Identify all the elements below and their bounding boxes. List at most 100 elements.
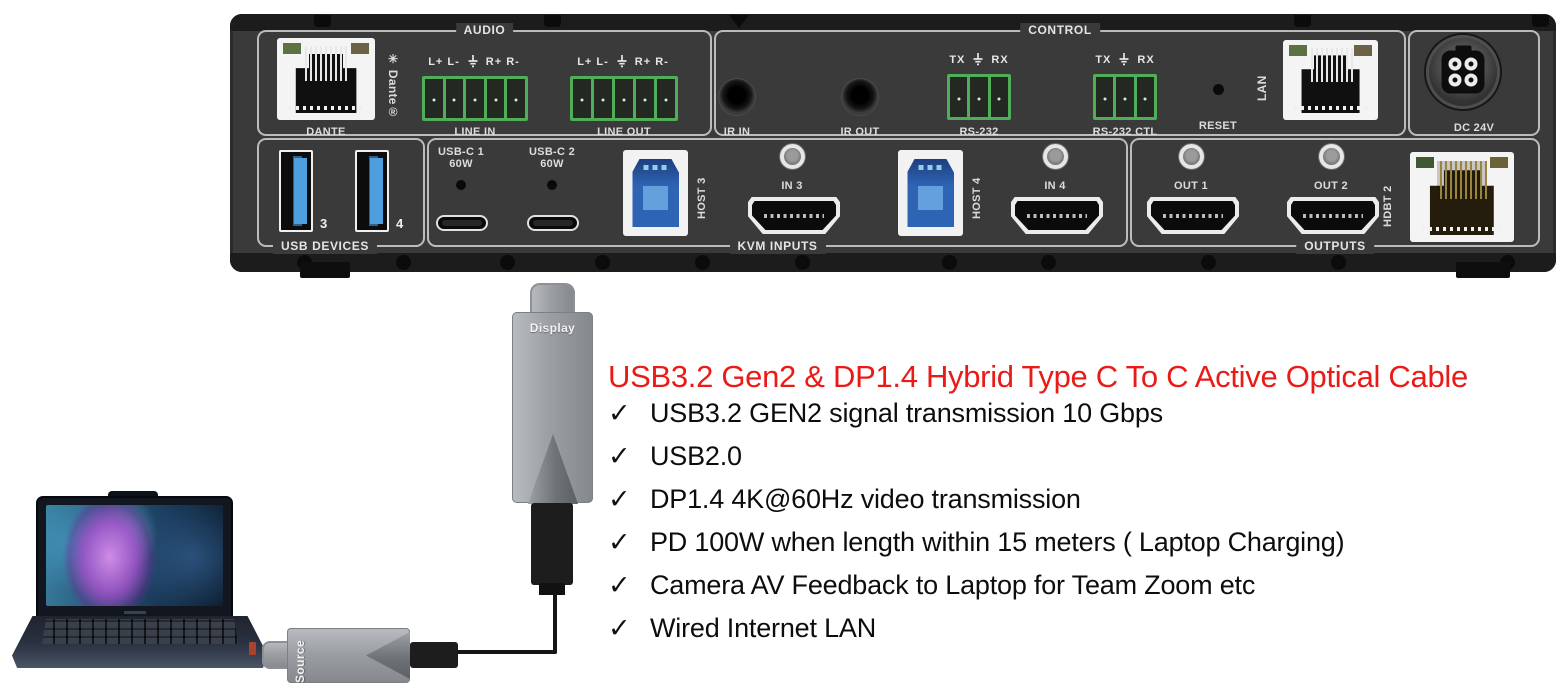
usb-devices-section-label: USB DEVICES — [273, 239, 377, 254]
rs232-ctl-rx: RX — [1137, 53, 1155, 66]
mount-tab — [314, 15, 331, 27]
dante-port-label: DANTE — [306, 126, 346, 138]
screw-dot — [595, 255, 610, 270]
ground-icon — [973, 53, 983, 66]
laptop-base — [12, 616, 268, 668]
feature-text: PD 100W when length within 15 meters ( L… — [650, 527, 1345, 557]
check-icon: ✓ — [608, 613, 631, 644]
line-in-label: LINE IN — [454, 126, 496, 138]
cable-sleeve-step — [539, 583, 565, 595]
link-led — [283, 43, 301, 54]
laptop-hinge-bump — [108, 491, 158, 498]
feature-text: Wired Internet LAN — [650, 613, 876, 643]
rj45-contacts — [288, 106, 364, 111]
av-switcher-rear-panel: AUDIO CONTROL USB DEVICES KVM INPUTS OUT… — [230, 14, 1556, 278]
ir-in-label: IR IN — [723, 126, 751, 138]
line-in-pin-labels: L+ L- R+ R- — [420, 55, 528, 68]
ir-out-label: IR OUT — [840, 126, 880, 138]
screw-standoff — [1179, 144, 1204, 169]
usb-a-port-4 — [355, 150, 389, 232]
control-section-label: CONTROL — [1020, 23, 1100, 38]
screw-standoff — [780, 144, 805, 169]
hdmi-out2-port — [1287, 197, 1379, 234]
line-out-pin-labels: L+ L- R+ R- — [568, 55, 678, 68]
ir-in-jack — [719, 79, 755, 115]
screw-dot — [795, 255, 810, 270]
ir-out-jack — [842, 79, 878, 115]
feature-item: ✓Camera AV Feedback to Laptop for Team Z… — [608, 570, 1344, 613]
ground-icon — [468, 55, 478, 68]
usbc2-port — [527, 215, 579, 231]
usb-b-plug — [907, 159, 954, 227]
laptop-bezel-logo — [123, 611, 146, 614]
headline: USB3.2 Gen2 & DP1.4 Hybrid Type C To C A… — [608, 359, 1468, 394]
usb-port-3-number: 3 — [320, 216, 328, 231]
usbc1-port — [436, 215, 488, 231]
usb-port-4-number: 4 — [396, 216, 404, 231]
rj45-pins — [302, 46, 350, 81]
screw-dot — [1041, 255, 1056, 270]
rs232-pin-labels: TX RX — [937, 53, 1021, 66]
screw-dot — [942, 255, 957, 270]
feature-item: ✓DP1.4 4K@60Hz video transmission — [608, 484, 1344, 527]
laptop-lid — [36, 496, 233, 619]
link-led — [1416, 157, 1434, 168]
ground-icon — [1119, 53, 1129, 66]
rs232-terminal — [947, 74, 1011, 120]
activity-led — [1490, 157, 1508, 168]
hdmi-in4-port — [1011, 197, 1103, 234]
outputs-section-label: OUTPUTS — [1296, 239, 1374, 254]
feature-item: ✓ PD 100W when length within 15 meters ( … — [608, 527, 1345, 570]
line-out-pins-left: L+ L- — [577, 55, 609, 68]
in4-label: IN 4 — [1044, 180, 1066, 192]
power-section — [1408, 30, 1540, 136]
host3-usb-b-port — [623, 150, 688, 236]
cable-sleeve — [410, 642, 458, 668]
line-out-pins-right: R+ R- — [634, 55, 669, 68]
check-icon: ✓ — [608, 527, 631, 558]
kvm-inputs-section-label: KVM INPUTS — [729, 239, 826, 254]
screw-standoff — [1043, 144, 1068, 169]
line-out-terminal — [570, 76, 678, 121]
activity-led — [1354, 45, 1372, 56]
rs232-ctl-terminal — [1093, 74, 1157, 120]
mount-tab-pointer — [729, 15, 749, 28]
laptop-keyboard — [42, 619, 238, 644]
device-foot — [1456, 262, 1510, 278]
rs232-tx: TX — [949, 53, 966, 66]
check-icon: ✓ — [608, 570, 631, 601]
rj45-pins — [1437, 161, 1487, 199]
audio-section: AUDIO — [257, 23, 712, 136]
laptop-side-badge — [249, 642, 256, 655]
hdmi-out1-port — [1147, 197, 1239, 234]
lan-label: LAN — [1255, 75, 1269, 101]
usbc1-label: USB-C 1 60W — [437, 146, 485, 170]
rs232-ctl-pin-labels: TX RX — [1083, 53, 1167, 66]
rj45-contacts — [1422, 227, 1502, 232]
outputs-section: OUTPUTS — [1130, 138, 1540, 254]
hdbt2-port — [1410, 152, 1514, 242]
rs232-rx: RX — [991, 53, 1009, 66]
host4-usb-b-port — [898, 150, 963, 236]
usbc2-led — [547, 180, 557, 190]
mount-tab — [1294, 15, 1311, 27]
usb-c-plug-tip — [262, 641, 289, 669]
reset-label: RESET — [1198, 120, 1238, 132]
rj45-contacts — [1294, 106, 1367, 111]
screw-dot — [500, 255, 515, 270]
reset-button[interactable] — [1213, 84, 1224, 95]
usb-devices-section: USB DEVICES — [257, 138, 425, 254]
usb-b-plug — [632, 159, 679, 227]
kvm-inputs-section: KVM INPUTS — [427, 138, 1128, 254]
usbc1-led — [456, 180, 466, 190]
dc-power-connector — [1426, 35, 1500, 109]
device-foot — [300, 262, 350, 278]
usb-c-plug-tip — [530, 283, 575, 314]
usb-a-port-3 — [279, 150, 313, 232]
host4-label: HOST 4 — [971, 177, 983, 219]
check-icon: ✓ — [608, 441, 631, 472]
out2-label: OUT 2 — [1314, 180, 1348, 192]
feature-item: ✓ Wired Internet LAN — [608, 613, 1344, 656]
feature-item: ✓USB3.2 GEN2 signal transmission 10 Gbps — [608, 398, 1344, 441]
